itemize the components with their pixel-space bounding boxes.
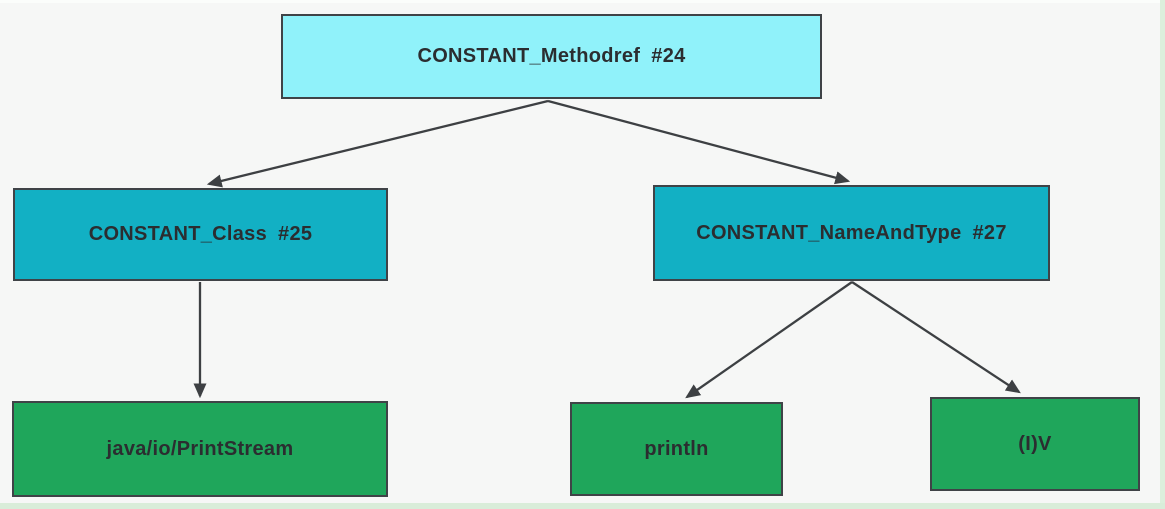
node-constant-methodref: CONSTANT_Methodref #24 [281, 14, 822, 99]
node-constant-nameandtype-index: #27 [972, 221, 1007, 244]
edge-methodref-class [206, 99, 549, 188]
edge-nameandtype-iv [851, 281, 1021, 394]
frame-strip-bottom [0, 503, 1165, 509]
node-iv-descriptor-label: (I)V [1018, 432, 1052, 455]
node-constant-methodref-index: #24 [651, 45, 686, 67]
frame-strip-top [0, 0, 1165, 3]
node-constant-nameandtype: CONSTANT_NameAndType #27 [653, 185, 1050, 281]
frame-strip-right [1160, 0, 1165, 509]
edge-methodref-nameandtype [547, 99, 851, 185]
node-constant-class-label: CONSTANT_Class [88, 223, 268, 245]
node-java-io-printstream-label: java/io/PrintStream [106, 437, 294, 460]
node-constant-class-index: #25 [278, 223, 313, 245]
node-iv-descriptor: (I)V [930, 397, 1140, 491]
edge-nameandtype-println [685, 281, 853, 399]
node-constant-class: CONSTANT_Class #25 [13, 188, 388, 281]
node-println: println [570, 402, 783, 496]
node-constant-methodref-label: CONSTANT_Methodref [417, 45, 641, 67]
node-constant-nameandtype-label: CONSTANT_NameAndType [696, 221, 962, 244]
node-java-io-printstream: java/io/PrintStream [12, 401, 388, 497]
node-println-label: println [644, 437, 709, 460]
